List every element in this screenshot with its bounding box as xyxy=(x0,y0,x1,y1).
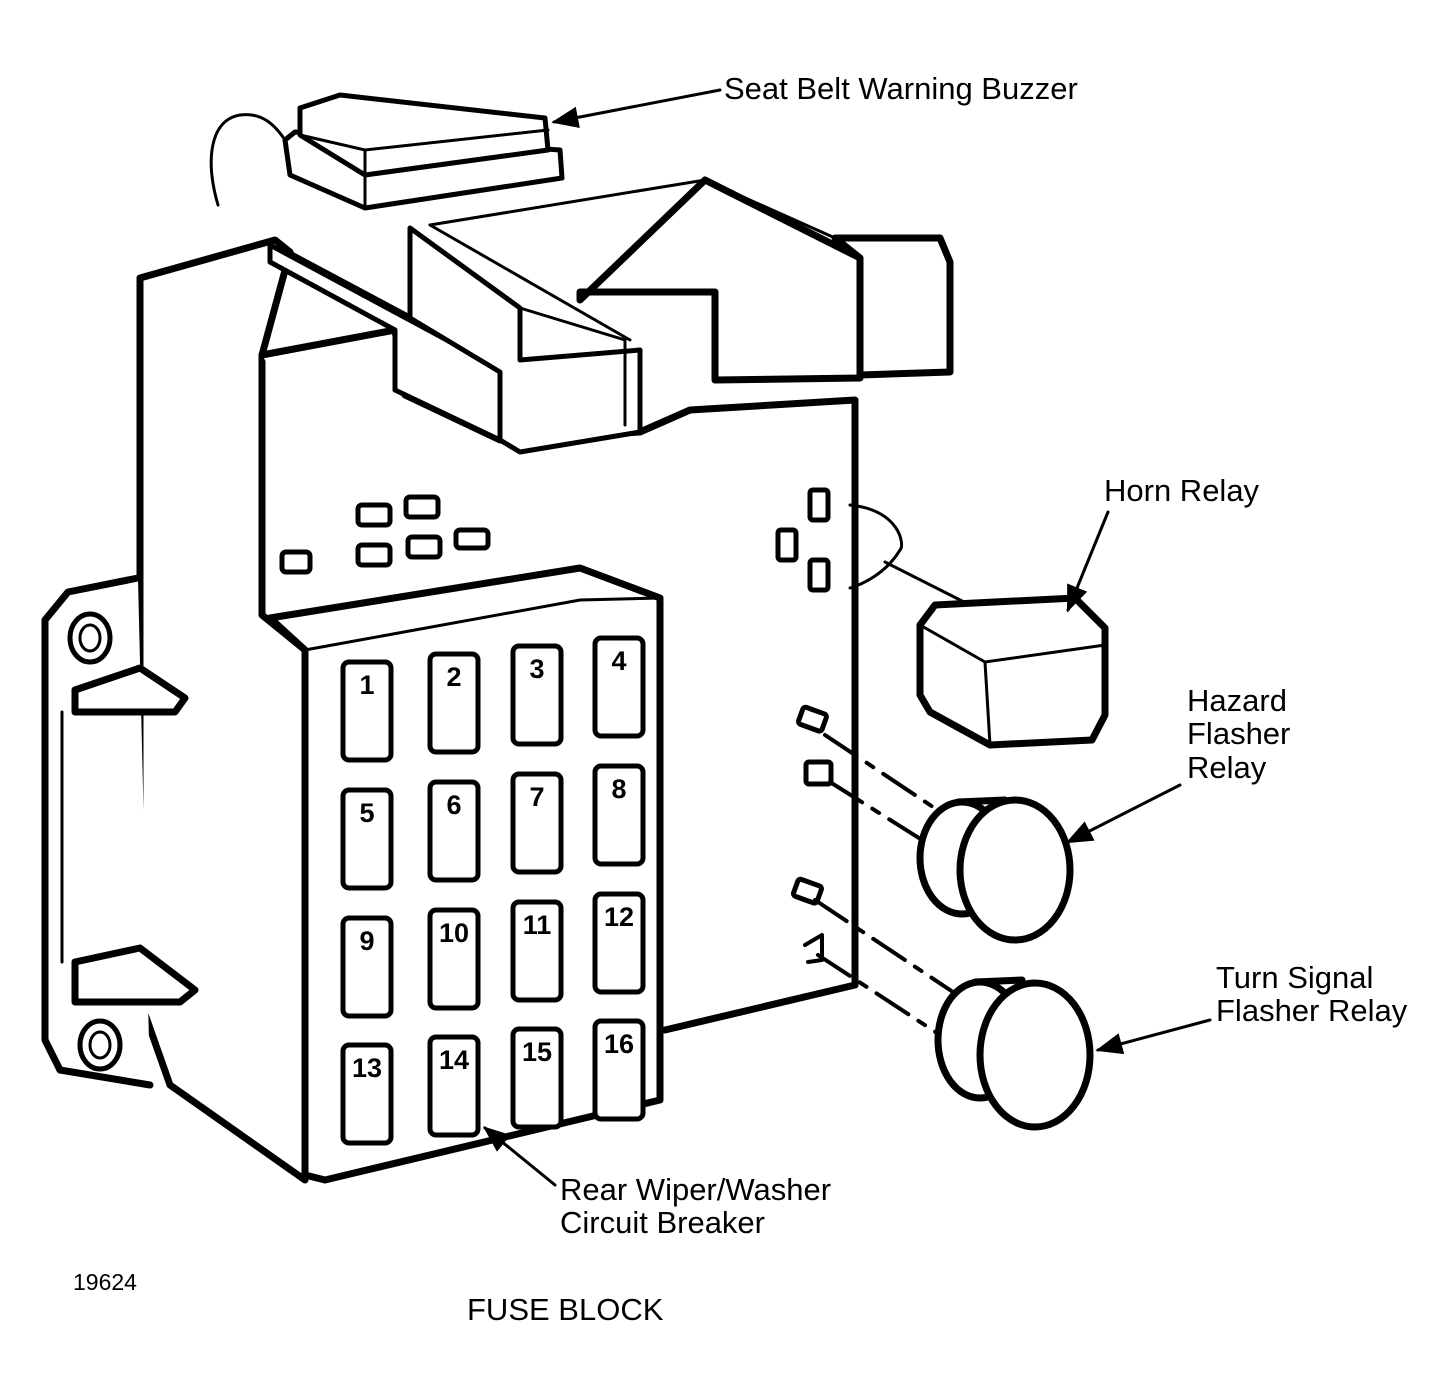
figure-number: 19624 xyxy=(73,1269,137,1295)
fuse-slot-outline xyxy=(340,915,394,1019)
fuse-number: 7 xyxy=(529,782,544,812)
fuse-slot-outline xyxy=(340,659,394,763)
fuse-slot: 10 xyxy=(427,907,481,1011)
fuse-number: 16 xyxy=(604,1029,634,1059)
fuse-slot: 15 xyxy=(510,1026,564,1130)
fuse-slot: 2 xyxy=(427,651,481,755)
fuse-slot: 7 xyxy=(510,771,564,875)
fuse-slot-outline xyxy=(427,779,481,883)
fuse-slot-outline xyxy=(340,1042,394,1146)
fuse-slot-outline xyxy=(592,763,646,867)
fuse-number: 3 xyxy=(529,654,544,684)
fuse-slot: 13 xyxy=(340,1042,394,1146)
fuse-slot: 4 xyxy=(592,635,646,739)
turn-signal-label-line2: Flasher Relay xyxy=(1216,993,1408,1028)
fuse-number: 8 xyxy=(611,774,626,804)
turn-signal-flasher-relay xyxy=(813,898,1094,1131)
hazard-label-line3: Relay xyxy=(1187,750,1267,785)
fuse-slot: 9 xyxy=(340,915,394,1019)
seat-belt-buzzer xyxy=(209,92,565,211)
fuse-number: 1 xyxy=(359,670,374,700)
seat-belt-buzzer-label: Seat Belt Warning Buzzer xyxy=(724,71,1078,106)
rear-wiper-label-line1: Rear Wiper/Washer xyxy=(560,1172,831,1207)
fuse-slot-outline xyxy=(340,787,394,891)
horn-relay xyxy=(848,503,1109,749)
mounting-bracket xyxy=(41,574,199,1089)
fuse-slot-outline xyxy=(510,771,564,875)
fuse-slot: 16 xyxy=(592,1018,646,1122)
fuse-slot-outline xyxy=(592,1018,646,1122)
fuse-number: 9 xyxy=(359,926,374,956)
fuse-number: 12 xyxy=(604,902,634,932)
fuse-slot: 14 xyxy=(427,1034,481,1138)
fuse-number: 14 xyxy=(439,1045,469,1075)
fuse-slot-outline xyxy=(510,1026,564,1130)
fuse-number: 2 xyxy=(446,662,461,692)
fuse-number: 15 xyxy=(522,1037,552,1067)
fuse-number: 11 xyxy=(523,910,552,940)
hazard-label-line2: Flasher xyxy=(1187,716,1290,751)
turn-signal-label-line1: Turn Signal xyxy=(1216,960,1373,995)
fuse-slot: 1 xyxy=(340,659,394,763)
fuse-slot-outline xyxy=(592,635,646,739)
fuse-slot-outline xyxy=(427,651,481,755)
fuse-slot: 3 xyxy=(510,643,564,747)
leader-arrows xyxy=(482,88,1212,1187)
fuse-number: 10 xyxy=(439,918,469,948)
fuse-slot: 8 xyxy=(592,763,646,867)
hazard-label-line1: Hazard xyxy=(1187,683,1287,718)
fuse-slot: 12 xyxy=(592,891,646,995)
fuse-slot: 11 xyxy=(510,899,564,1003)
hazard-flasher-relay xyxy=(823,733,1074,944)
fuse-slot: 5 xyxy=(340,787,394,891)
fuse-slot-outline xyxy=(427,907,481,1011)
fuse-number: 6 xyxy=(446,790,461,820)
fuse-number: 4 xyxy=(611,646,626,676)
diagram-caption: FUSE BLOCK xyxy=(467,1292,664,1327)
horn-relay-label: Horn Relay xyxy=(1104,473,1260,508)
fuse-slot-outline xyxy=(427,1034,481,1138)
fuse-number: 5 xyxy=(359,798,374,828)
fuse-slot: 6 xyxy=(427,779,481,883)
fuse-number: 13 xyxy=(352,1053,382,1083)
rear-wiper-label-line2: Circuit Breaker xyxy=(560,1205,765,1240)
fuse-slot-outline xyxy=(510,899,564,1003)
fuse-slot-outline xyxy=(592,891,646,995)
fuse-slot-outline xyxy=(510,643,564,747)
